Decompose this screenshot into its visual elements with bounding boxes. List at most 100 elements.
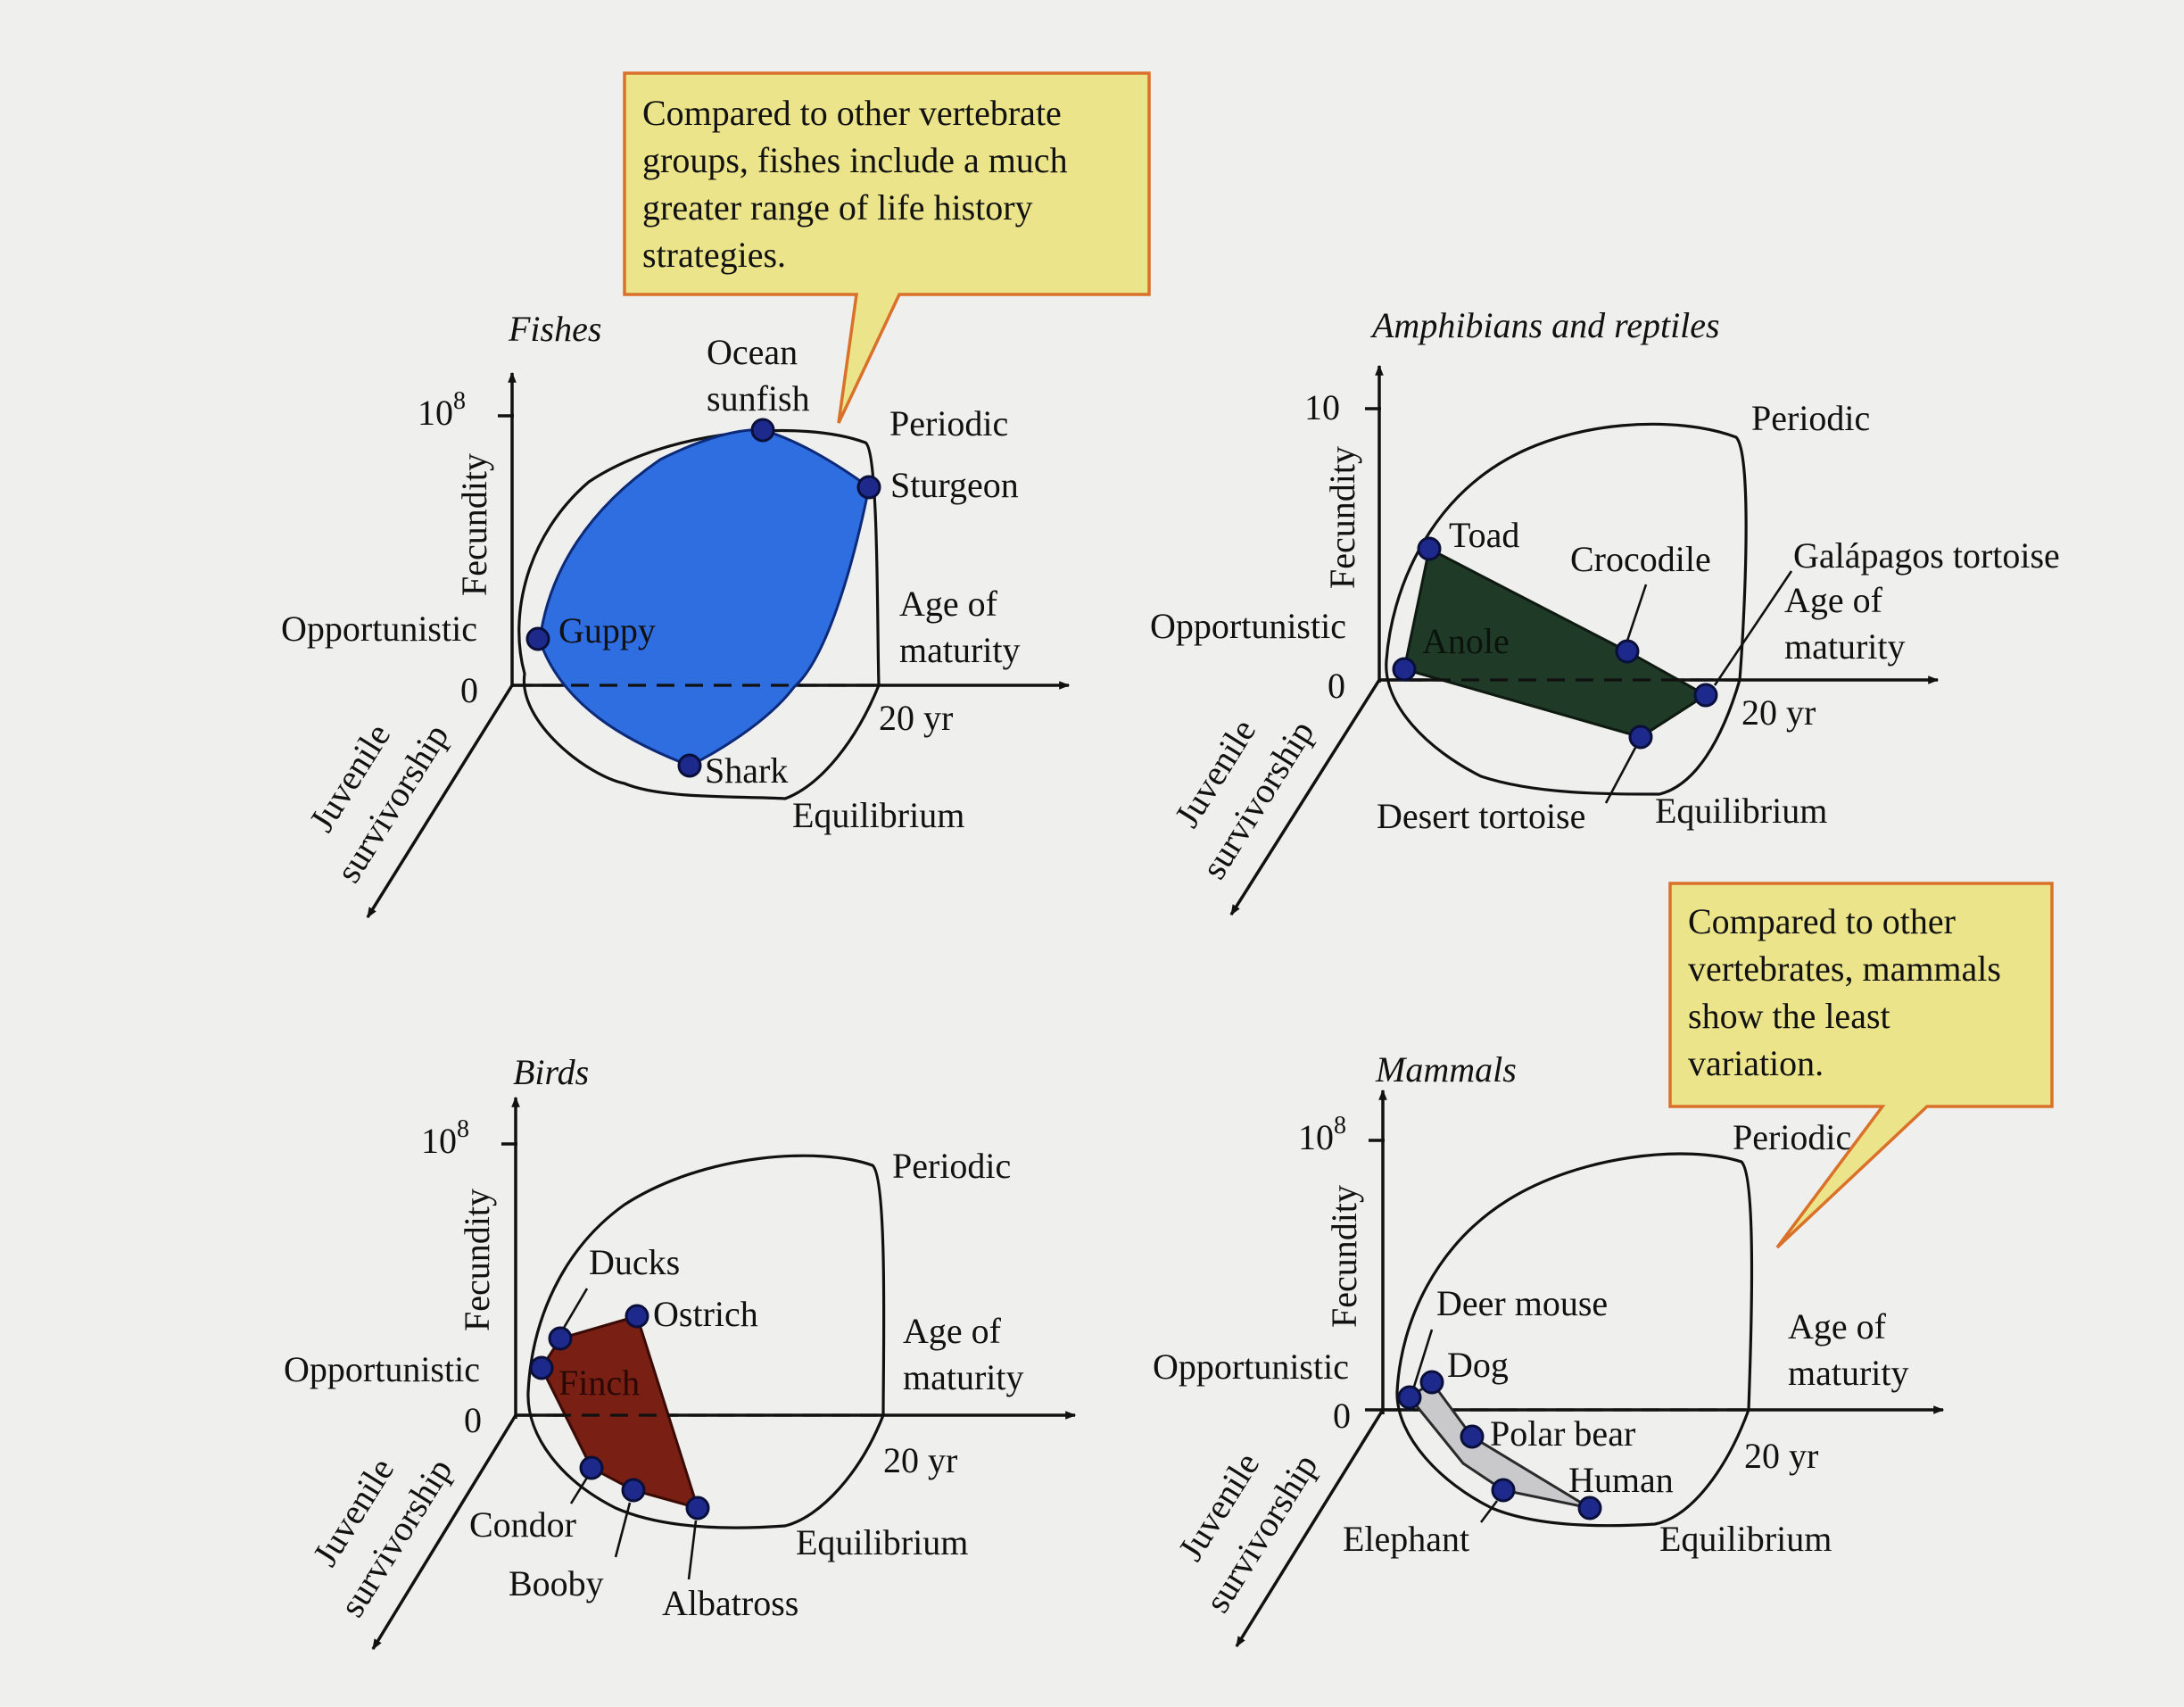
leader-deer-mouse [1412, 1329, 1434, 1388]
age-axis-label-1: Age of [899, 584, 998, 624]
callout-line-1: Compared to other [1688, 901, 1956, 941]
leader-ducks [562, 1288, 589, 1329]
equilibrium-label: Equilibrium [796, 1522, 968, 1562]
leader-condor [569, 1477, 589, 1504]
survivorship-axis [1235, 1409, 1385, 1648]
panel-fishes: Fishes 108 0 Fecundity Age of maturity 2… [281, 309, 1071, 919]
panel-title: Fishes [508, 309, 601, 349]
panel-birds: Birds 108 0 Fecundity Age of maturity 20… [284, 1052, 1077, 1651]
survivorship-axis [371, 1414, 517, 1651]
label-sturgeon: Sturgeon [890, 465, 1019, 505]
amphibians-range-fill [1402, 546, 1708, 739]
age-axis-label-2: maturity [1784, 626, 1906, 667]
point-albatross [685, 1496, 710, 1521]
fishes-range-fill [538, 428, 871, 767]
label-guppy: Guppy [558, 610, 656, 650]
callout-line-4: strategies. [642, 235, 786, 275]
age-max-label: 20 yr [879, 698, 953, 738]
point-finch [529, 1355, 554, 1380]
point-elephant [1491, 1478, 1516, 1503]
zero-label: 0 [1333, 1396, 1351, 1436]
label-toad: Toad [1449, 515, 1519, 555]
callout-line-3: greater range of life history [642, 187, 1033, 228]
callout-line-2: vertebrates, mammals [1688, 949, 2001, 989]
point-booby [621, 1478, 646, 1503]
strategy-envelope [1395, 1152, 1754, 1528]
callout-box [1668, 882, 2054, 1249]
fecundity-max-label: 10 [1304, 387, 1340, 427]
point-anole [1392, 657, 1417, 682]
label-ocean-sunfish-1: Ocean [707, 332, 798, 372]
callout-mammals: Compared to other vertebrates, mammals s… [1668, 882, 2054, 1249]
zero-label: 0 [464, 1400, 482, 1440]
fecundity-max-label: 108 [1298, 1112, 1346, 1157]
age-axis-label-2: maturity [903, 1357, 1024, 1397]
label-galapagos-tortoise: Galápagos tortoise [1793, 535, 2060, 576]
label-anole: Anole [1422, 621, 1510, 661]
age-max-label: 20 yr [883, 1440, 957, 1480]
survivorship-axis [366, 684, 514, 919]
point-condor [579, 1455, 604, 1480]
age-max-label: 20 yr [1744, 1436, 1818, 1476]
callout-line-4: variation. [1688, 1043, 1824, 1083]
point-sturgeon [856, 475, 881, 500]
point-toad [1417, 536, 1442, 561]
fecundity-axis-label: Fecundity [454, 453, 494, 596]
point-shark [677, 753, 702, 778]
age-max-label: 20 yr [1741, 692, 1816, 733]
periodic-label: Periodic [889, 403, 1008, 443]
fecundity-axis-label: Fecundity [457, 1189, 497, 1331]
label-condor: Condor [469, 1504, 576, 1545]
strategy-envelope [1385, 422, 1748, 796]
label-crocodile: Crocodile [1570, 539, 1711, 579]
label-dog: Dog [1447, 1345, 1509, 1385]
strategy-envelope [517, 428, 881, 800]
label-ocean-sunfish-2: sunfish [707, 378, 810, 418]
label-booby: Booby [509, 1563, 604, 1603]
label-polar-bear: Polar bear [1490, 1413, 1635, 1454]
zero-label: 0 [460, 670, 478, 710]
point-desert-tortoise [1628, 725, 1653, 750]
point-crocodile [1615, 639, 1640, 664]
fecundity-axis-label: Fecundity [1324, 1185, 1364, 1328]
age-axis-label-1: Age of [1784, 580, 1883, 620]
age-axis-label-2: maturity [1788, 1353, 1909, 1393]
age-axis-label-1: Age of [1788, 1306, 1887, 1347]
callout-box [623, 71, 1151, 424]
age-axis-label-2: maturity [899, 630, 1021, 670]
equilibrium-label: Equilibrium [1659, 1519, 1832, 1559]
label-ducks: Ducks [589, 1242, 680, 1282]
panel-title: Mammals [1375, 1049, 1517, 1090]
equilibrium-label: Equilibrium [1655, 791, 1827, 831]
leader-galapagos [1713, 570, 1793, 686]
callout-line-3: show the least [1688, 996, 1890, 1036]
label-albatross: Albatross [662, 1583, 798, 1623]
opportunistic-label: Opportunistic [1153, 1347, 1349, 1387]
callout-line-2: groups, fishes include a much [642, 140, 1068, 180]
opportunistic-label: Opportunistic [1150, 606, 1346, 646]
leader-elephant [1479, 1500, 1499, 1523]
fecundity-max-label: 108 [421, 1115, 469, 1161]
survivorship-axis [1229, 679, 1381, 916]
panel-mammals: Mammals 108 0 Fecundity Age of maturity … [1153, 1049, 1945, 1648]
callout-line-1: Compared to other vertebrate [642, 93, 1062, 133]
point-human [1577, 1496, 1602, 1521]
opportunistic-label: Opportunistic [281, 609, 477, 649]
leader-albatross [687, 1520, 698, 1580]
equilibrium-label: Equilibrium [792, 795, 964, 835]
label-elephant: Elephant [1343, 1519, 1469, 1559]
leader-booby [614, 1502, 632, 1558]
point-polar-bear [1460, 1424, 1485, 1449]
panel-amphibians: Amphibians and reptiles 10 0 Fecundity A… [1150, 305, 2060, 916]
point-guppy [525, 626, 550, 651]
point-galapagos-tortoise [1693, 683, 1718, 708]
periodic-label: Periodic [892, 1146, 1011, 1186]
panel-title: Amphibians and reptiles [1369, 305, 1720, 345]
age-axis-label-1: Age of [903, 1311, 1002, 1351]
point-ducks [548, 1326, 573, 1351]
label-desert-tortoise: Desert tortoise [1377, 796, 1585, 836]
label-shark: Shark [705, 750, 788, 791]
label-ostrich: Ostrich [653, 1294, 758, 1334]
label-deer-mouse: Deer mouse [1436, 1283, 1608, 1323]
